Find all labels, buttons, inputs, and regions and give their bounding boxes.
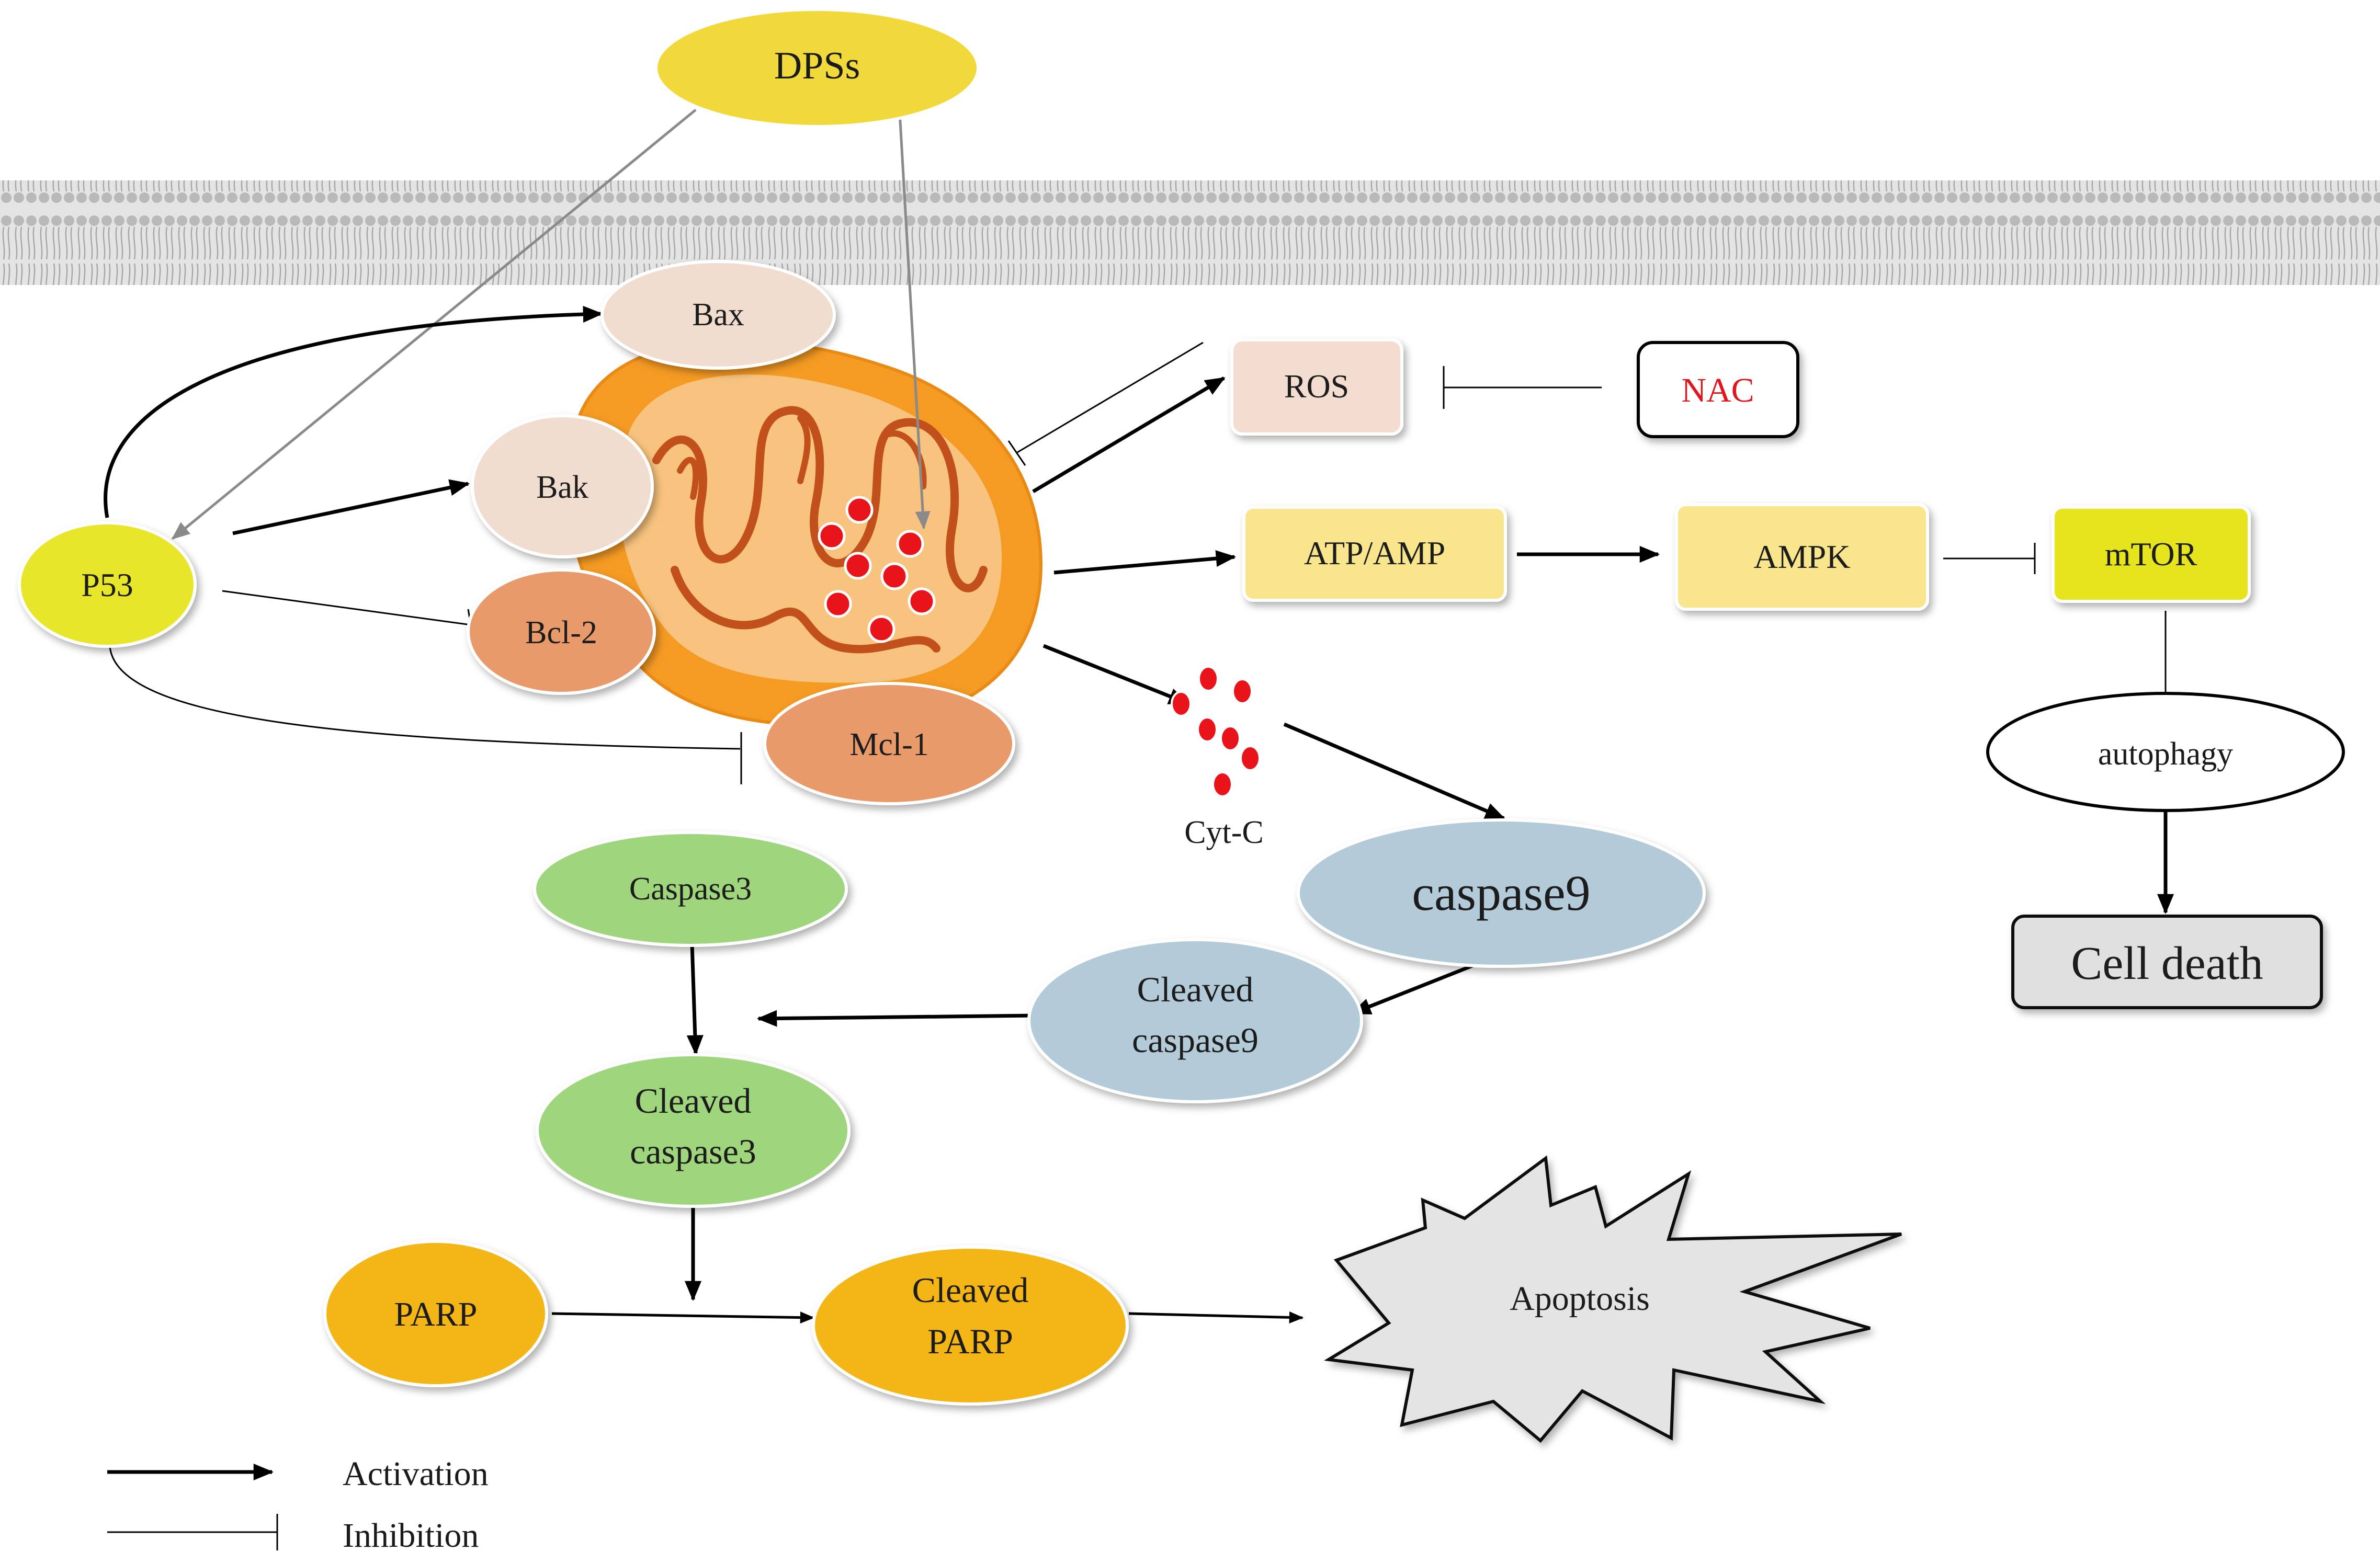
svg-text:Cell death: Cell death [2071, 938, 2263, 989]
node-cleaved-parp: Cleaved PARP [812, 1246, 1129, 1406]
node-parp: PARP [323, 1240, 548, 1387]
node-cleaved-caspase9: Cleaved caspase9 [1027, 938, 1363, 1103]
node-apoptosis: Apoptosis [1324, 1155, 1902, 1443]
node-autophagy: autophagy [1986, 692, 2345, 812]
svg-text:AMPK: AMPK [1754, 538, 1851, 575]
legend-inhibition-label: Inhibition [343, 1516, 479, 1552]
mitochondrion-icon [566, 339, 1043, 727]
node-cell-death: Cell death [2011, 915, 2323, 1009]
cell-membrane [0, 180, 2380, 285]
svg-text:NAC: NAC [1681, 371, 1754, 409]
node-caspase3: Caspase3 [533, 831, 848, 947]
svg-text:Apoptosis: Apoptosis [1510, 1280, 1650, 1318]
node-cytc: Cyt-C [1171, 666, 1264, 850]
svg-text:Mcl-1: Mcl-1 [849, 727, 929, 762]
node-ampk: AMPK [1675, 503, 1929, 611]
node-bax: Bax [600, 260, 836, 370]
legend: Activation Inhibition [107, 1455, 489, 1552]
svg-text:PARP: PARP [394, 1295, 477, 1333]
svg-text:caspase3: caspase3 [630, 1132, 756, 1171]
cytc-dots [1171, 666, 1261, 797]
svg-text:DPSs: DPSs [774, 44, 860, 87]
connectors [104, 109, 2179, 1324]
node-dpss: DPSs [654, 8, 980, 128]
svg-text:autophagy: autophagy [2098, 736, 2233, 772]
svg-text:caspase9: caspase9 [1412, 865, 1590, 921]
node-bcl2: Bcl-2 [467, 568, 656, 695]
svg-text:PARP: PARP [927, 1321, 1013, 1361]
svg-text:Bcl-2: Bcl-2 [525, 615, 597, 651]
svg-text:Cleaved: Cleaved [912, 1270, 1029, 1310]
node-atp-amp: ATP/AMP [1242, 506, 1507, 602]
svg-text:caspase9: caspase9 [1132, 1020, 1259, 1060]
node-mtor: mTOR [2052, 506, 2251, 603]
svg-text:Bax: Bax [692, 297, 744, 333]
node-ros: ROS [1230, 338, 1403, 436]
mito-red-dots [818, 496, 936, 643]
node-bak: Bak [471, 414, 654, 558]
node-mcl1: Mcl-1 [763, 682, 1015, 805]
node-caspase9: caspase9 [1297, 818, 1706, 968]
svg-text:Cleaved: Cleaved [635, 1081, 752, 1121]
svg-text:P53: P53 [81, 566, 133, 603]
svg-text:ATP/AMP: ATP/AMP [1304, 534, 1445, 572]
svg-text:Caspase3: Caspase3 [629, 871, 752, 907]
legend-activation-label: Activation [343, 1455, 489, 1493]
svg-text:Cleaved: Cleaved [1137, 969, 1254, 1009]
svg-text:Bak: Bak [536, 470, 588, 505]
svg-text:mTOR: mTOR [2105, 535, 2197, 573]
svg-text:ROS: ROS [1284, 368, 1350, 405]
node-p53: P53 [18, 521, 197, 648]
node-nac: NAC [1637, 341, 1799, 438]
node-cleaved-caspase3: Cleaved caspase3 [536, 1053, 851, 1208]
apoptosis-starburst-icon [1324, 1155, 1902, 1443]
svg-text:Cyt-C: Cyt-C [1184, 815, 1264, 850]
